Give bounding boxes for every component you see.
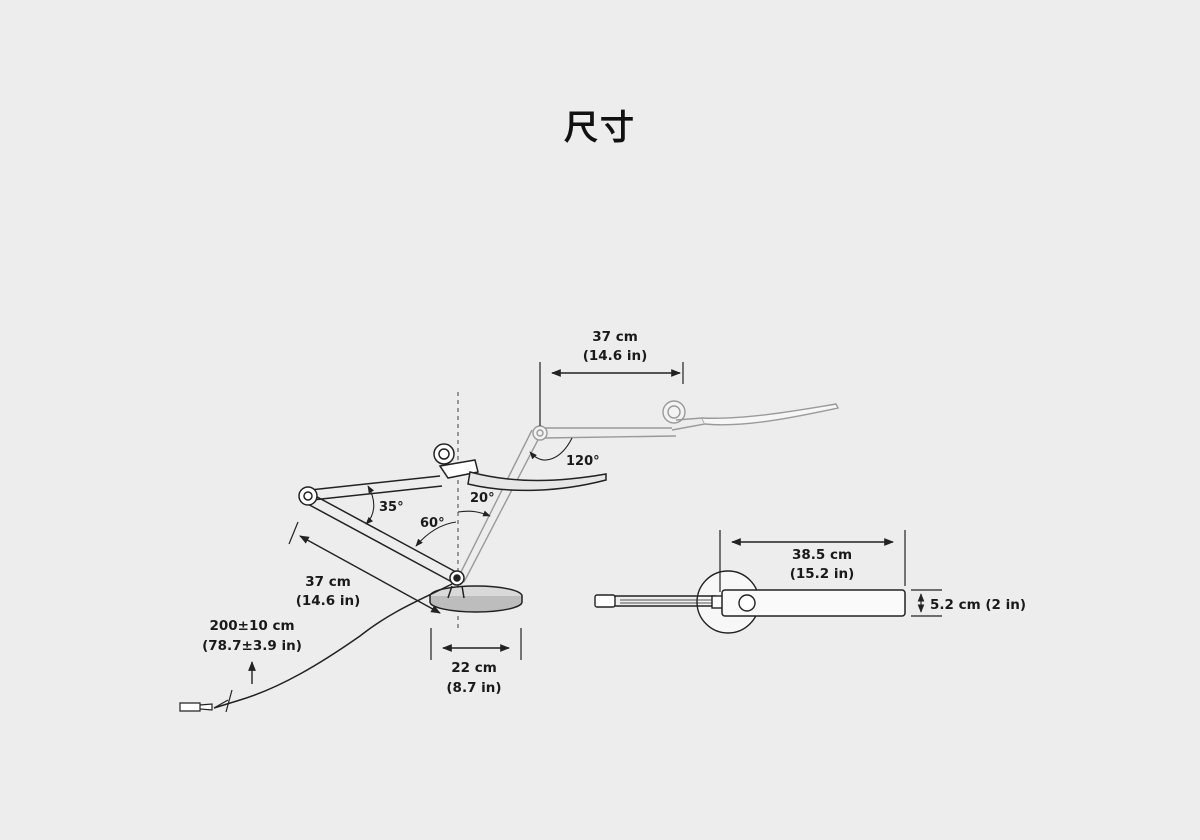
base-diameter-in: (8.7 in) (446, 680, 501, 696)
lower-arm-length-in: (14.6 in) (296, 593, 361, 609)
angle-arm-rotation-label: 120° (566, 454, 600, 469)
upper-arm-length-cm: 37 cm (592, 329, 638, 345)
base-diameter-cm: 22 cm (451, 660, 497, 676)
top-view-knob (738, 594, 756, 612)
ghost-lamp-position (457, 400, 840, 583)
top-view-lamp-head (721, 589, 906, 617)
base-diameter-dimension: 22 cm (8.7 in) (430, 628, 522, 696)
cable-plug (179, 702, 213, 712)
lower-arm-length-cm: 37 cm (305, 574, 351, 590)
cable-length-in: (78.7±3.9 in) (202, 638, 302, 654)
lamp-base (429, 585, 523, 613)
upper-arm (298, 475, 443, 506)
angle-base-tilt-label: 60° (420, 516, 445, 531)
upper-arm-dimension: 37 cm (14.6 in) (539, 329, 684, 426)
upper-arm-length-in: (14.6 in) (583, 348, 648, 364)
head-width-label: 5.2 cm (2 in) (930, 597, 1026, 613)
angle-head-tilt-label: 20° (470, 491, 495, 506)
lamp-head (433, 443, 607, 492)
side-view: 120° 20° 35° 60° 37 cm (14.6 in) 37 cm (… (179, 329, 840, 713)
lower-arm-dimension: 37 cm (14.6 in) (288, 521, 441, 614)
head-length-in: (15.2 in) (790, 566, 855, 582)
angle-arcs (365, 437, 573, 547)
cable-length-cm: 200±10 cm (209, 618, 294, 634)
angle-elbow-label: 35° (379, 500, 404, 515)
cable-length-dimension: 200±10 cm (78.7±3.9 in) (202, 618, 302, 684)
head-length-cm: 38.5 cm (792, 547, 852, 563)
top-view: 38.5 cm (15.2 in) 5.2 cm (2 in) (594, 530, 1026, 634)
page-title: 尺寸 (564, 108, 636, 148)
